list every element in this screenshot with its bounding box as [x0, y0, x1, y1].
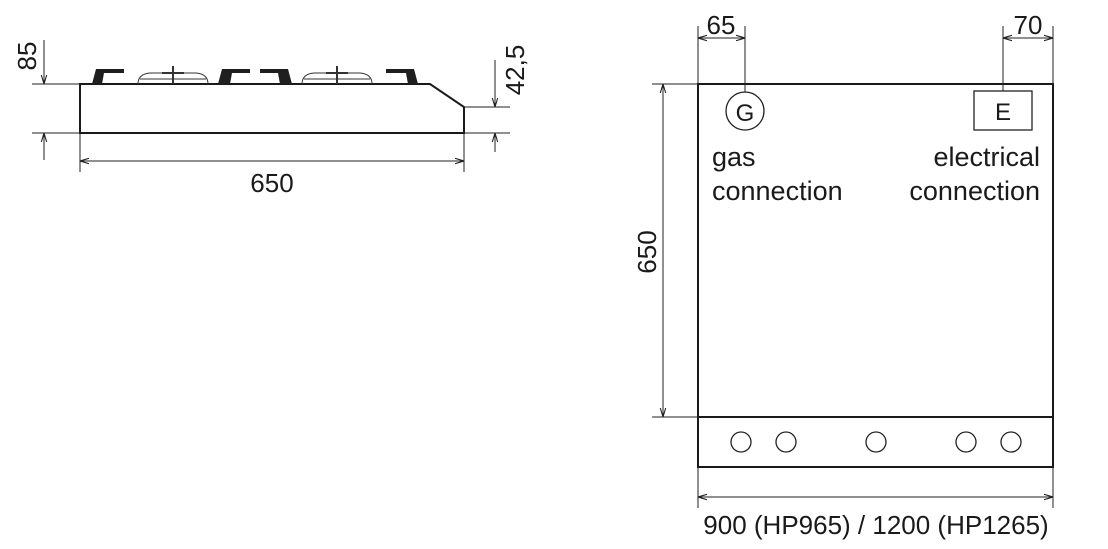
side-height-label: 85	[12, 42, 42, 71]
knob-1	[730, 431, 752, 453]
top-width-label: 900 (HP965) / 1200 (HP1265)	[703, 510, 1048, 540]
gas-connection-label-line2: connection	[712, 176, 843, 206]
top-view: G gas connection E electrical connection…	[632, 10, 1054, 540]
electrical-offset-label: 70	[1014, 10, 1043, 40]
gas-connection-label-line1: gas	[712, 142, 756, 172]
pan-supports	[92, 69, 418, 84]
hob-top-outline	[697, 83, 1054, 468]
knob-5	[1000, 431, 1022, 453]
electrical-connection-label-line2: connection	[909, 176, 1040, 206]
gas-offset-label: 65	[707, 10, 736, 40]
side-view: 85 42,5 650	[12, 40, 530, 198]
side-bevel-height-label: 42,5	[500, 45, 530, 96]
electrical-symbol: E	[995, 99, 1011, 126]
control-knobs	[730, 431, 1022, 453]
knob-2	[775, 431, 797, 453]
gas-symbol: G	[736, 100, 755, 127]
top-depth-label: 650	[632, 230, 662, 273]
knob-4	[955, 431, 977, 453]
electrical-connection-label-line1: electrical	[933, 142, 1040, 172]
hob-side-profile	[79, 83, 465, 134]
side-depth-label: 650	[250, 168, 293, 198]
knob-3	[865, 431, 887, 453]
burners	[137, 66, 373, 85]
